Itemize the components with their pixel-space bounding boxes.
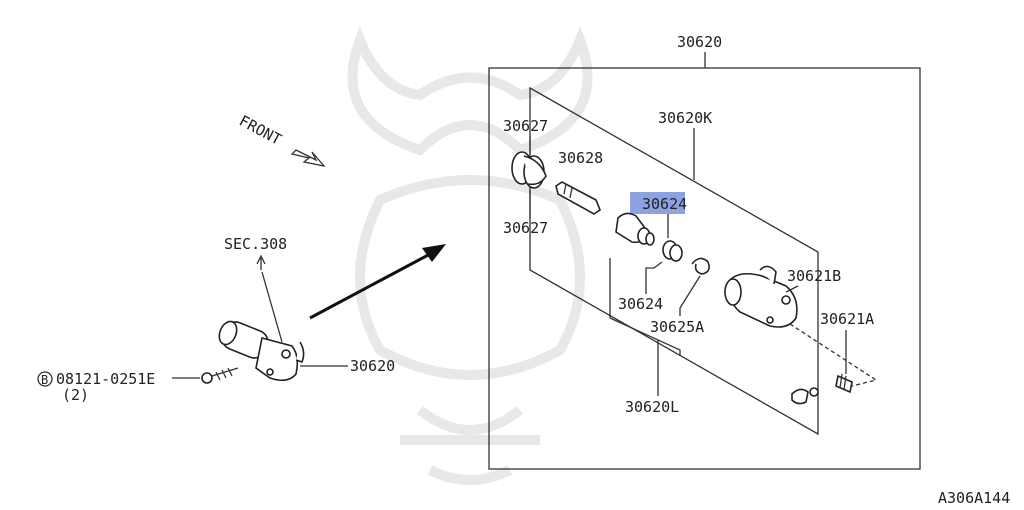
bolt-part <box>201 367 239 384</box>
p30621b-label: 30621B <box>787 267 841 285</box>
exploded-view-arrow-icon <box>309 244 446 320</box>
figure-code: A306A144 <box>938 489 1010 507</box>
piston-part <box>615 212 655 246</box>
p30627-bottom-label: 30627 <box>503 219 548 237</box>
circle-b-icon <box>37 371 53 387</box>
p30624-lower-label: 30624 <box>618 295 663 313</box>
p30624-lower-leader <box>645 261 663 294</box>
p30625a-leader <box>679 275 701 316</box>
p30620l-label: 30620L <box>625 398 679 416</box>
bleeder-axis <box>789 323 878 387</box>
push-rod-part <box>555 181 601 215</box>
bleeder-part <box>791 373 853 405</box>
front-arrow-icon <box>290 149 326 168</box>
spring-part <box>691 257 710 275</box>
exploded-view-frame <box>488 67 921 470</box>
p30627-top-label: 30627 <box>503 117 548 135</box>
highlight-box <box>630 192 685 214</box>
circle-b-letter: B <box>41 373 48 387</box>
p30620k-label: 30620K <box>658 109 712 127</box>
p30621b-leader <box>785 285 799 293</box>
watermark-emblem <box>347 26 593 485</box>
boot-part <box>511 151 547 189</box>
sec-308-label: SEC.308 <box>224 235 287 253</box>
left-assembly-part-number: 30620 <box>350 357 395 375</box>
left-slave-cylinder <box>218 320 305 382</box>
p30628-label: 30628 <box>558 149 603 167</box>
bolt-quantity: (2) <box>62 386 89 404</box>
p30624-highlighted-label: 30624 <box>642 195 687 213</box>
bolt-part-number: 08121-0251E <box>56 370 155 388</box>
p30625a-label: 30625A <box>650 318 704 336</box>
box-part-number: 30620 <box>677 33 722 51</box>
sec-308-arrow <box>256 254 283 343</box>
front-label: FRONT <box>236 112 284 149</box>
p30620l-bracket <box>609 258 681 396</box>
seal-part <box>662 240 683 262</box>
p30621a-label: 30621A <box>820 310 874 328</box>
cylinder-body-part <box>724 265 798 328</box>
